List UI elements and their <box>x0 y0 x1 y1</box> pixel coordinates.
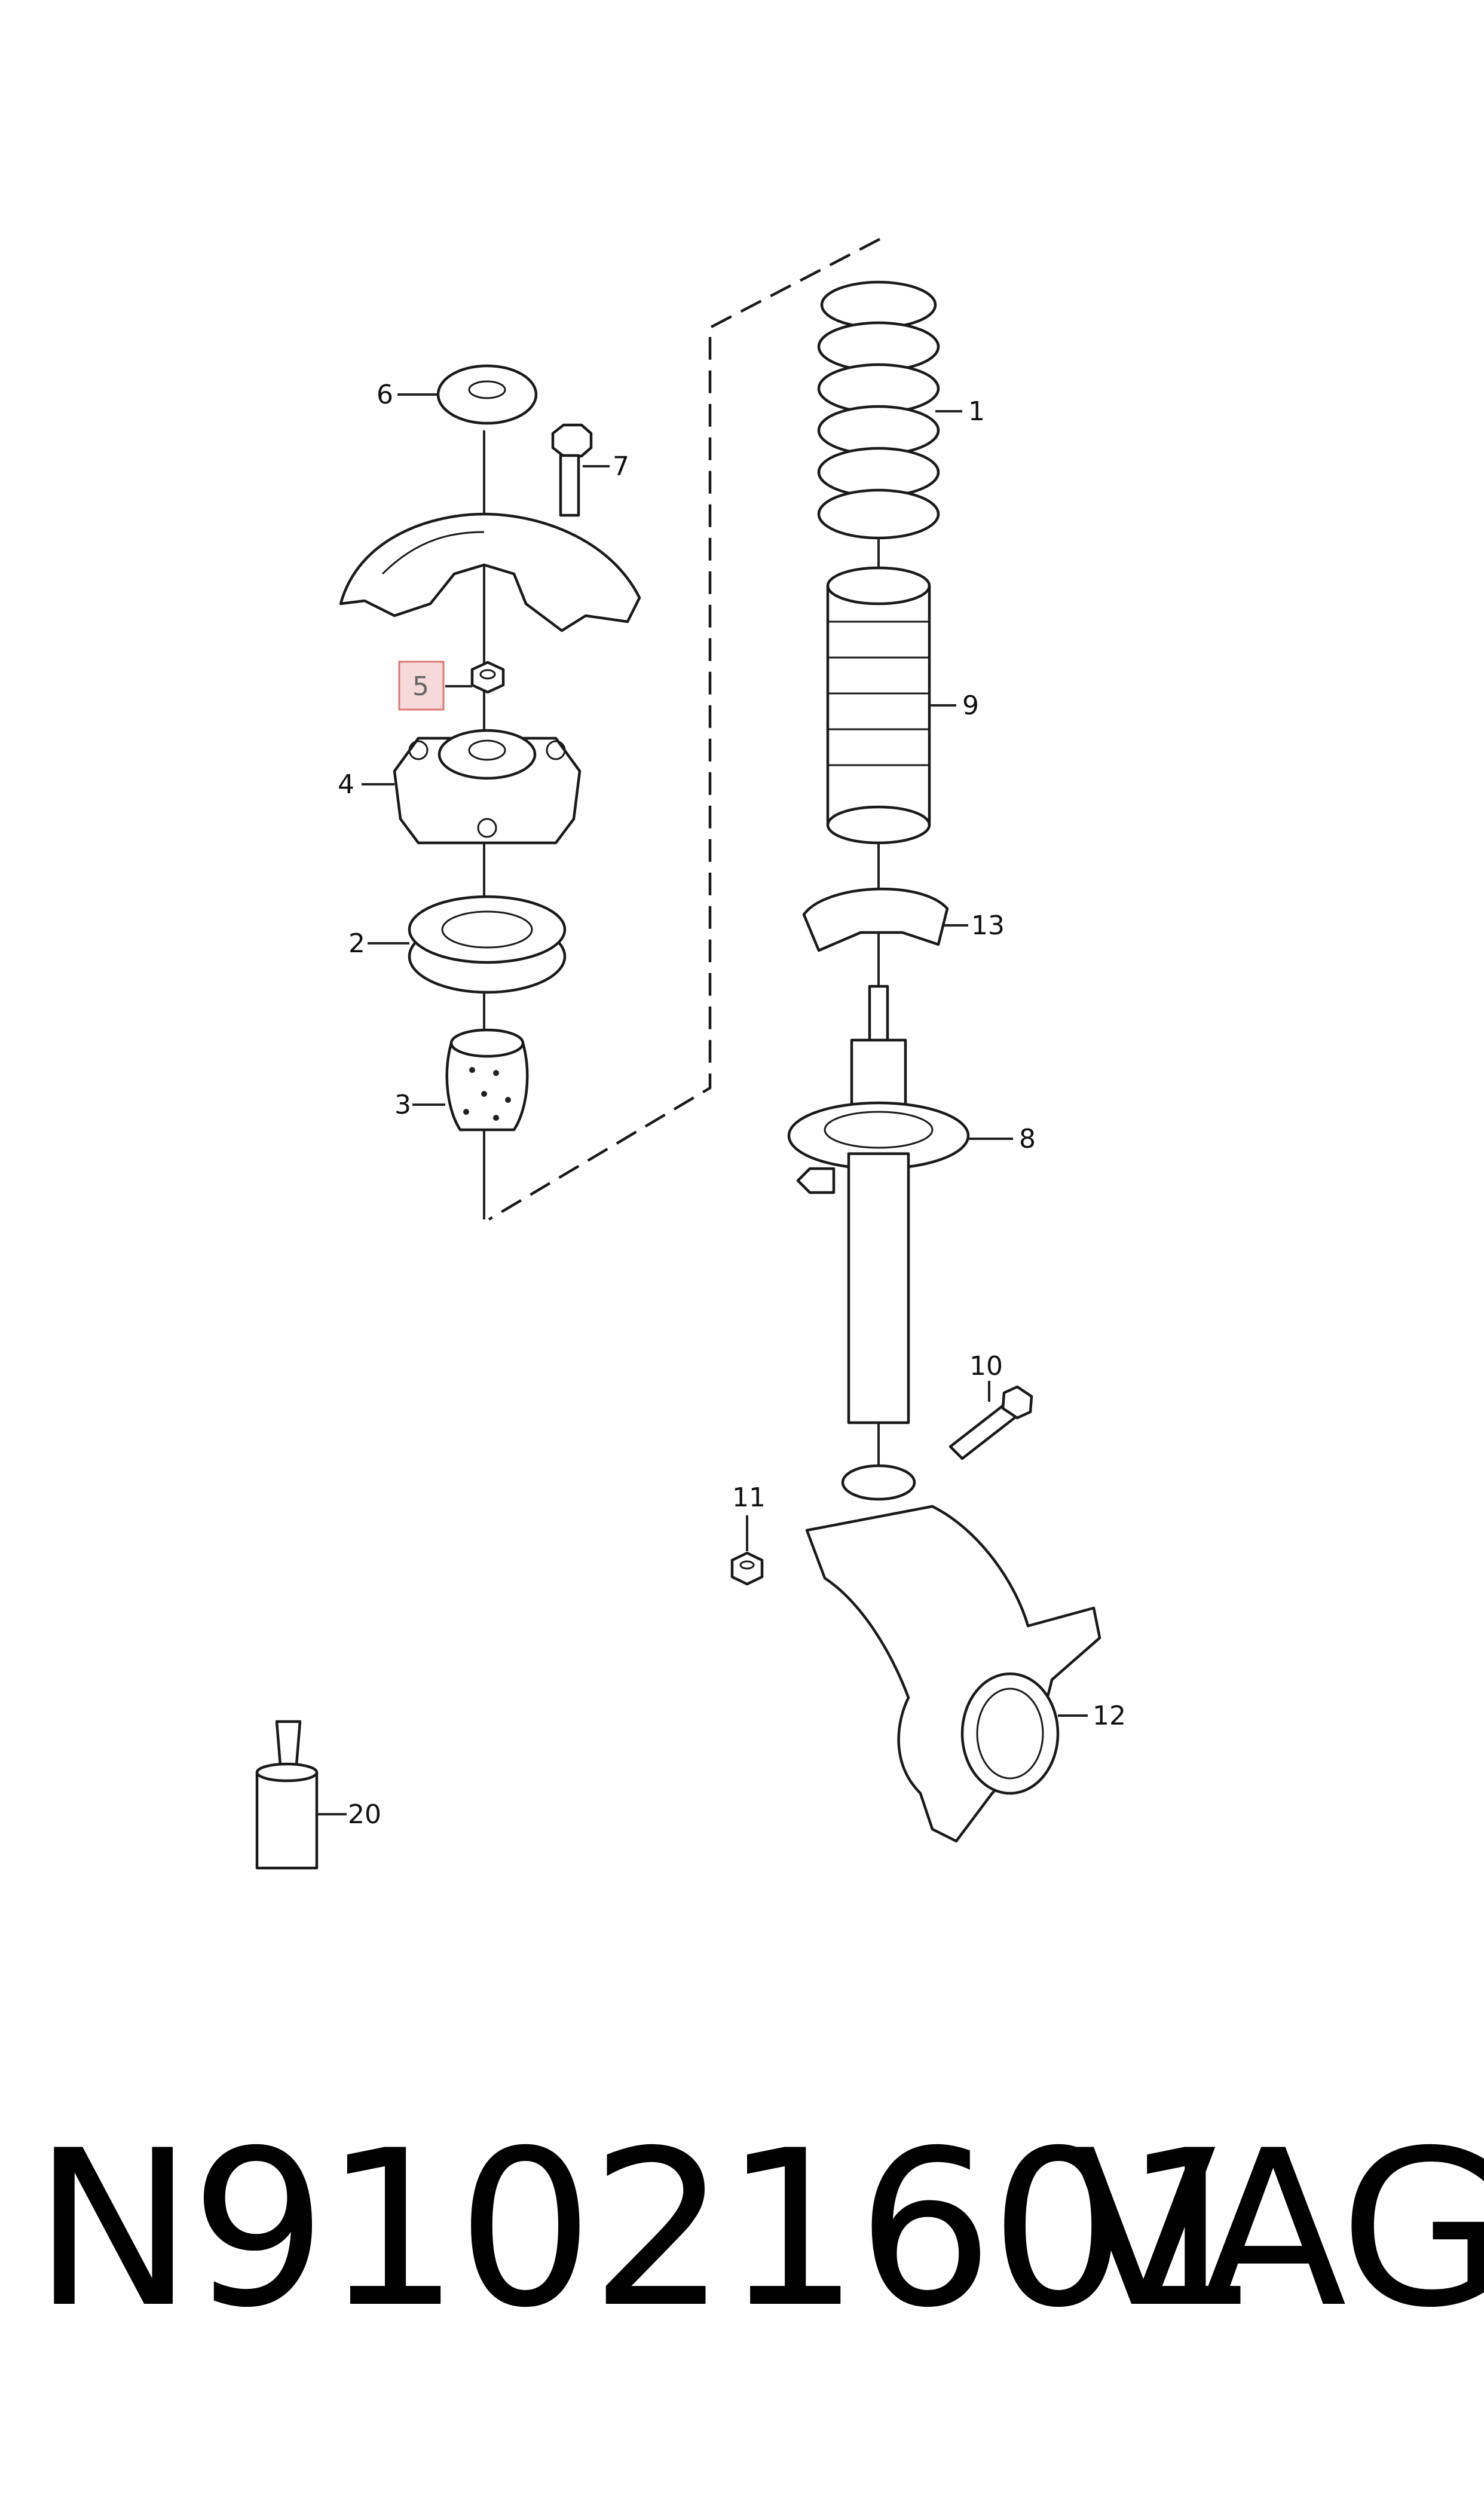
callout-5: 5 <box>412 671 429 702</box>
part-spring-seat-13 <box>802 887 949 952</box>
callout-13: 13 <box>971 910 1005 941</box>
highlight-box-5 <box>398 661 445 711</box>
callout-2: 2 <box>348 928 365 959</box>
callout-10: 10 <box>969 1351 1003 1381</box>
callout-20: 20 <box>348 1799 381 1830</box>
leader-lines <box>317 393 1088 1815</box>
part-nut-11 <box>730 1551 764 1586</box>
part-knuckle-12 <box>805 1464 1101 1843</box>
callout-11: 11 <box>732 1482 766 1513</box>
callout-4: 4 <box>338 769 354 800</box>
callout-6: 6 <box>377 380 393 410</box>
part-coil-spring-1 <box>817 280 940 540</box>
callout-9: 9 <box>962 690 979 721</box>
footer: N91021601 VAG <box>0 2122 1484 2421</box>
assembly-dashed-outline <box>488 238 881 1221</box>
part-bolt-7 <box>551 423 593 517</box>
callout-8: 8 <box>1019 1124 1036 1154</box>
part-nut-5 <box>470 661 505 694</box>
brand-name: VAG <box>1070 2104 1484 2355</box>
part-number: N91021601 <box>33 2104 1260 2355</box>
part-strut-mount-4 <box>393 729 582 845</box>
part-cap-6 <box>436 364 538 425</box>
part-tube-20 <box>255 1720 319 1870</box>
callout-3: 3 <box>394 1090 411 1120</box>
part-boot-9 <box>826 566 931 845</box>
part-bolt-10 <box>948 1385 1033 1460</box>
callout-1: 1 <box>968 396 985 427</box>
callout-7: 7 <box>613 451 629 482</box>
part-strut-8 <box>787 985 970 1424</box>
part-bearing-2 <box>408 895 567 994</box>
callout-12: 12 <box>1093 1701 1126 1731</box>
part-bump-stop-3 <box>445 1028 529 1132</box>
part-shield <box>339 512 641 632</box>
